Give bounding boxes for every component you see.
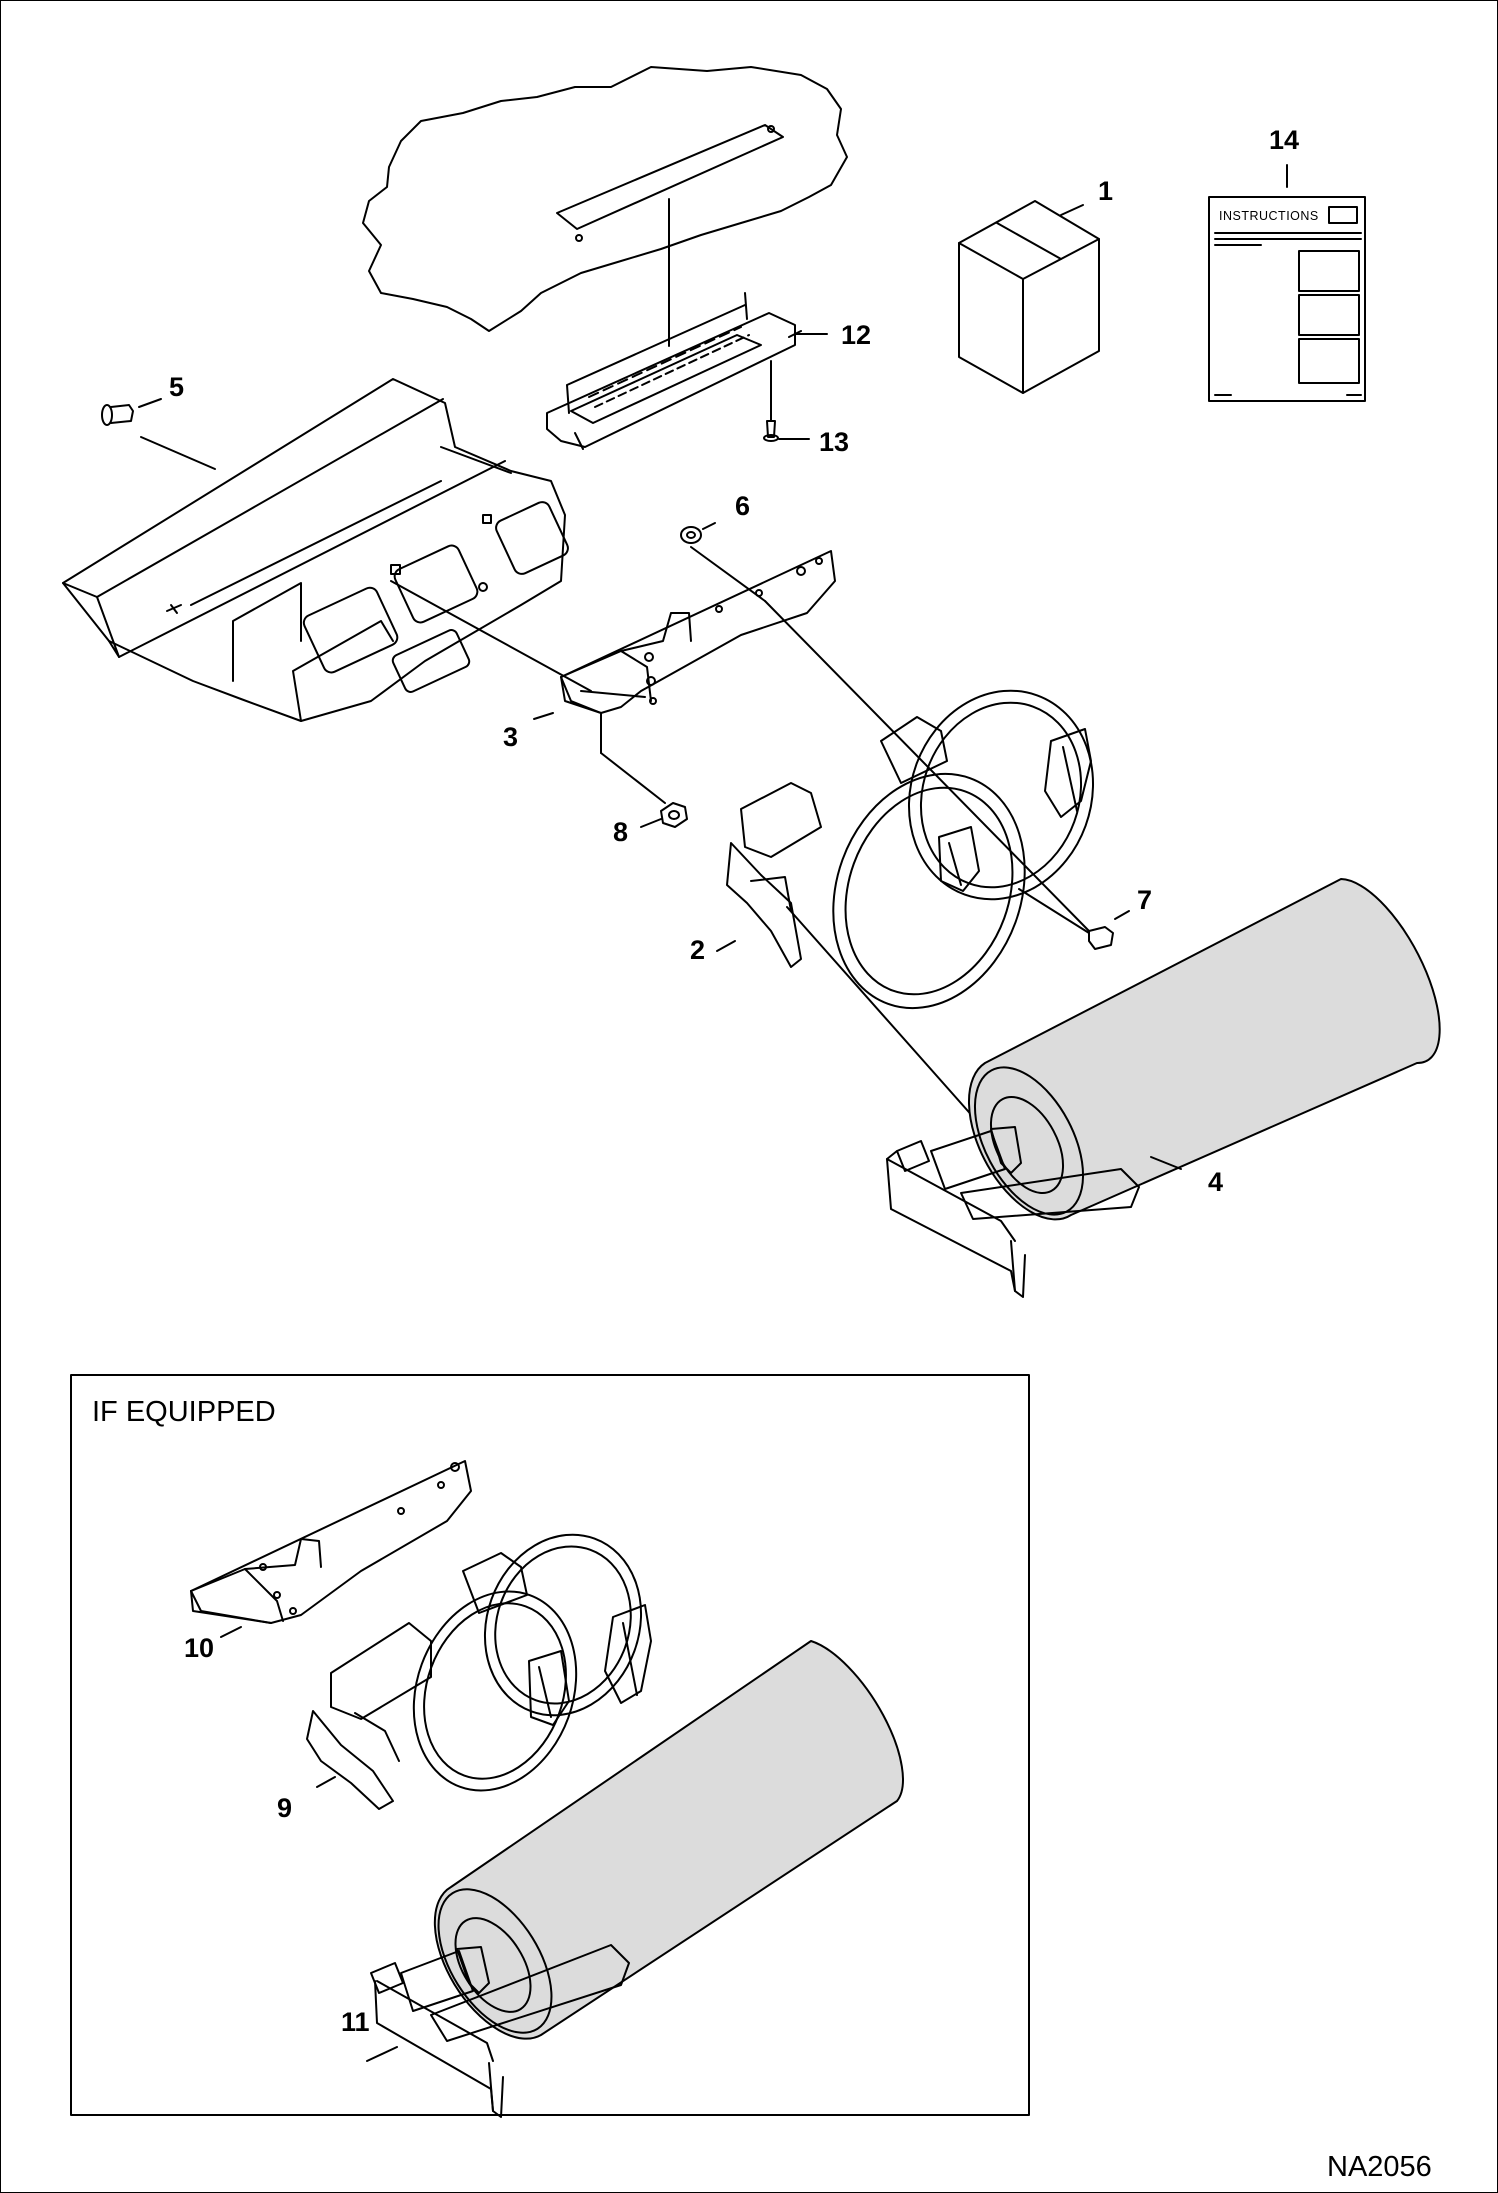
callout-7: 7 [1137, 885, 1153, 915]
floor-panel-cutout [362, 66, 848, 347]
callout-5: 5 [169, 372, 185, 402]
part-13-screw [763, 360, 810, 442]
callout-6: 6 [735, 491, 751, 521]
callout-2: 2 [690, 935, 706, 965]
callout-8: 8 [613, 817, 629, 847]
callout-1: 1 [1098, 176, 1114, 206]
figure-code: NA2056 [1327, 2151, 1432, 2183]
callout-3: 3 [503, 722, 519, 752]
part-11-extinguisher [366, 1640, 904, 2118]
instructions-sheet-title: INSTRUCTIONS [1219, 209, 1319, 223]
part-10-bracket [190, 1460, 472, 1638]
part-14-instructions-sheet [1208, 164, 1366, 402]
callout-4: 4 [1208, 1167, 1224, 1197]
part-7-bolt [764, 600, 1130, 950]
callout-14: 14 [1269, 125, 1300, 155]
if-equipped-inset-frame [70, 1374, 1030, 2116]
callout-13: 13 [819, 427, 850, 457]
part-12-holder [546, 292, 828, 450]
part-9-clamp-bracket [306, 1533, 652, 1810]
machine-frame-panel [62, 378, 569, 722]
part-1-box [958, 200, 1100, 394]
callout-11: 11 [341, 2007, 370, 2037]
callout-12: 12 [841, 320, 872, 350]
inset-label: IF EQUIPPED [92, 1396, 276, 1428]
part-3-bracket [390, 550, 836, 804]
part-5-bolt [101, 398, 216, 470]
callout-9: 9 [277, 1793, 293, 1823]
part-4-extinguisher [886, 878, 1441, 1298]
part-8-nut [640, 802, 688, 828]
callout-10: 10 [184, 1633, 215, 1663]
part-6-nut [680, 522, 766, 602]
part-2-clamp-bracket [716, 689, 1095, 1120]
